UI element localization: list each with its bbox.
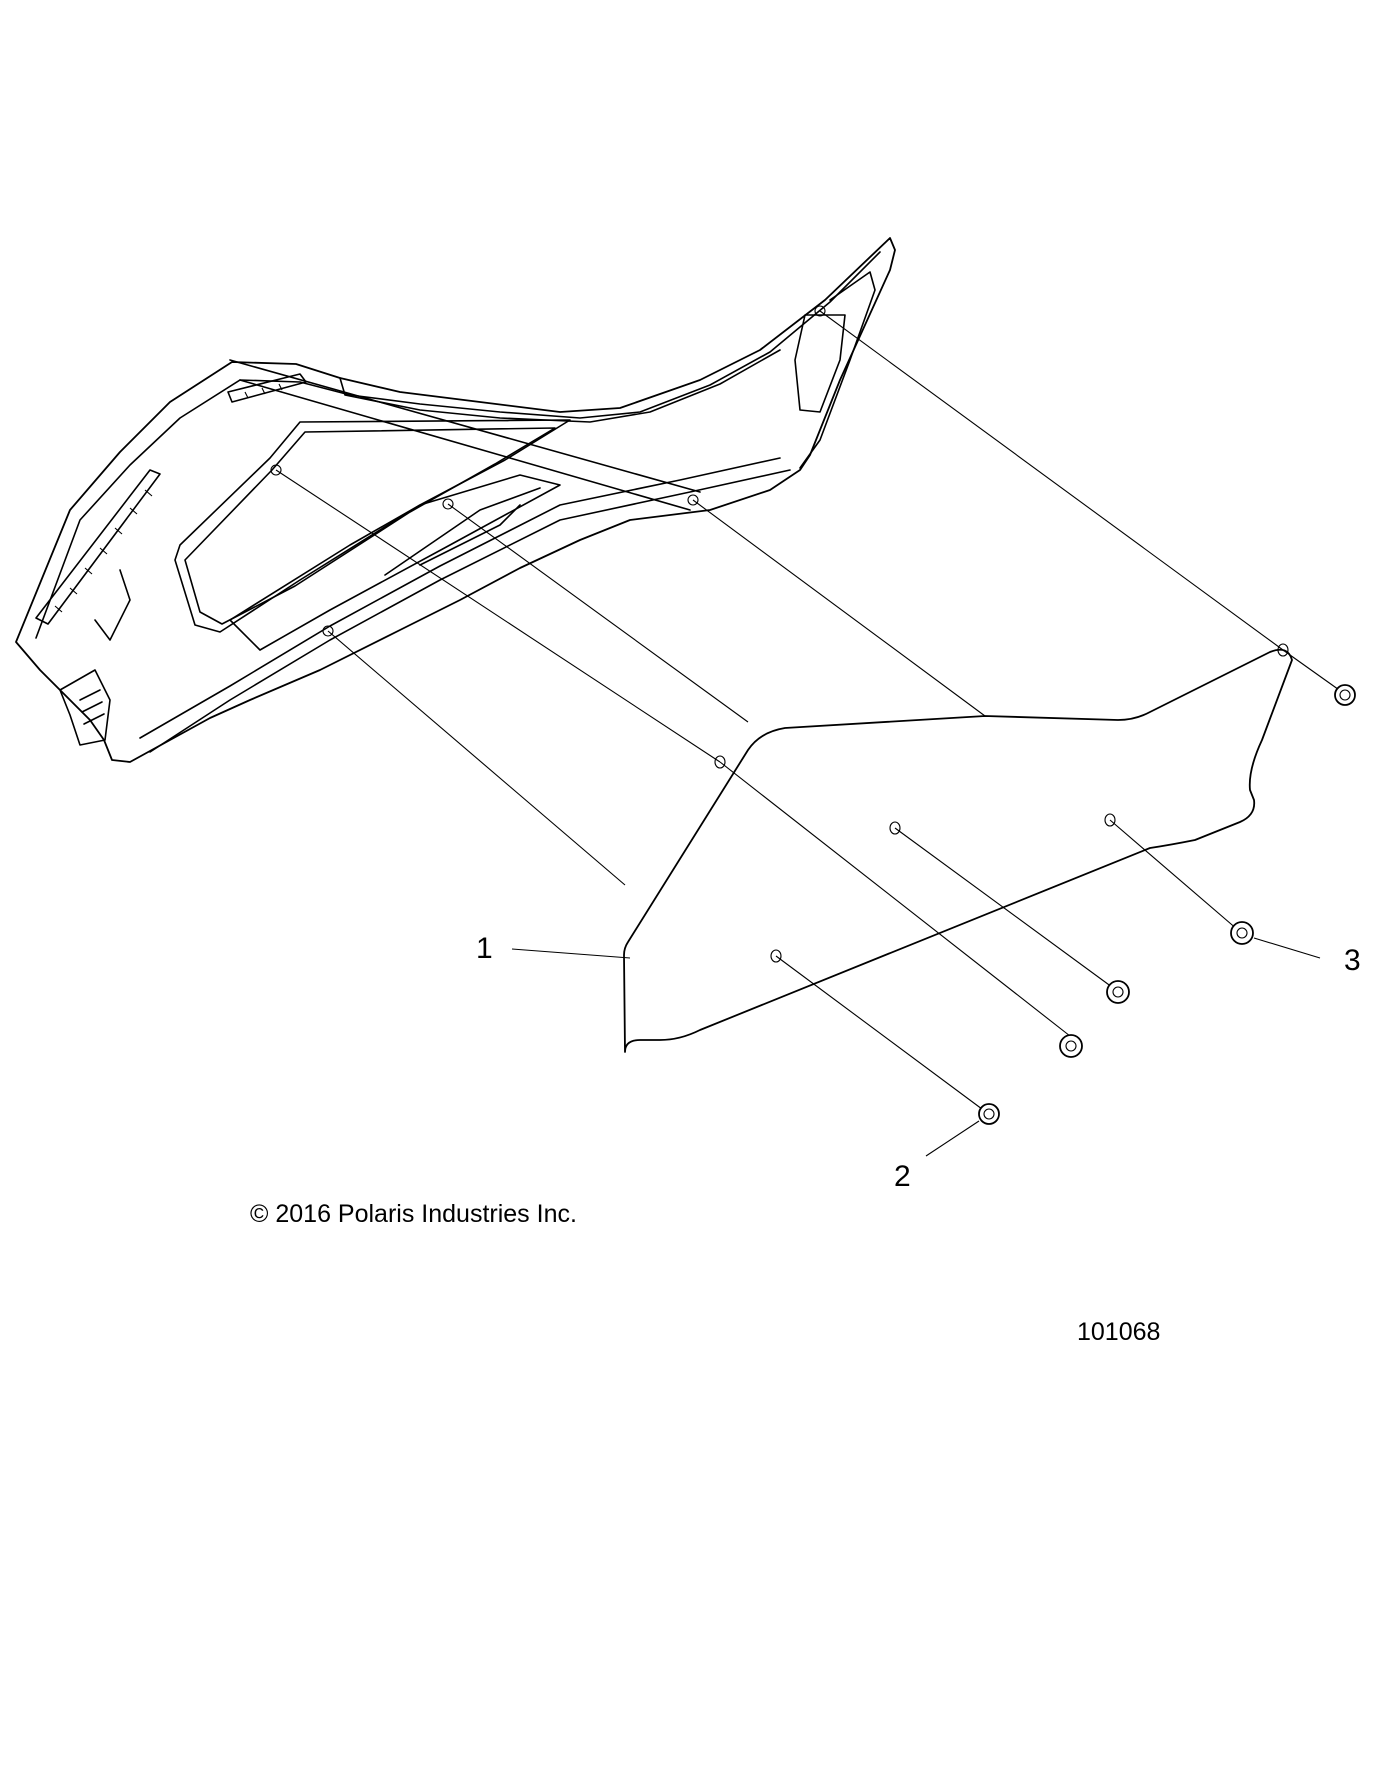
panel-holes: [714, 643, 1289, 963]
callout-1: 1: [476, 932, 493, 965]
panel: [623, 648, 1293, 1053]
copyright-notice: © 2016 Polaris Industries Inc.: [250, 1200, 577, 1228]
leader-lines: [511, 937, 1321, 1157]
nut: [1106, 980, 1130, 1004]
callout-2: 2: [894, 1160, 911, 1193]
nut: [1059, 1034, 1083, 1058]
fender-body: [15, 237, 896, 763]
nut: [978, 1103, 1000, 1125]
callout-3: 3: [1344, 944, 1361, 977]
figure-number: 101068: [1077, 1318, 1161, 1346]
nut: [1334, 684, 1356, 706]
nuts: [978, 684, 1356, 1125]
assembly-lines: [275, 310, 1343, 1113]
nut: [1230, 921, 1254, 945]
